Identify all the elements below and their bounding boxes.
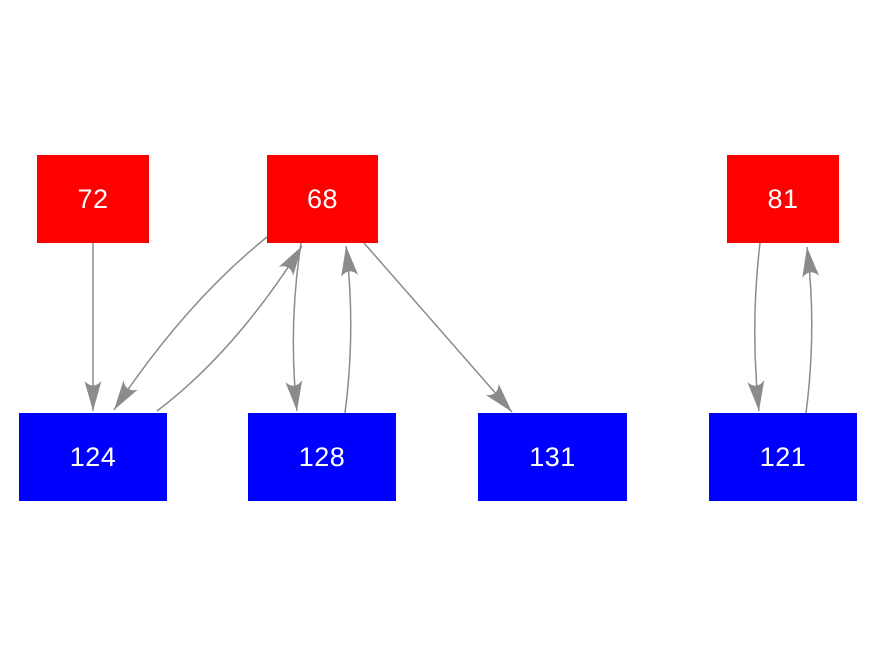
graph-node-131[interactable]: 131 bbox=[478, 413, 627, 501]
node-label: 124 bbox=[69, 441, 117, 472]
graph-node-68[interactable]: 68 bbox=[267, 155, 378, 243]
node-label: 131 bbox=[529, 441, 576, 472]
graph-edge-68-124 bbox=[113, 236, 268, 411]
graph-edge-81-121 bbox=[747, 242, 765, 412]
graph-edge-121-81 bbox=[802, 246, 820, 414]
graph-node-72[interactable]: 72 bbox=[37, 155, 149, 243]
node-label: 81 bbox=[767, 183, 799, 214]
graph-edge-68-131 bbox=[363, 242, 513, 413]
node-label: 72 bbox=[77, 183, 109, 214]
node-label: 128 bbox=[298, 441, 346, 472]
graph-node-124[interactable]: 124 bbox=[19, 413, 167, 501]
graph-edge-68-128 bbox=[285, 242, 303, 412]
graph-edge-124-68 bbox=[156, 245, 303, 412]
node-label: 121 bbox=[759, 441, 807, 472]
node-label: 68 bbox=[306, 183, 339, 214]
graph-node-81[interactable]: 81 bbox=[727, 155, 839, 243]
graph-edge-128-68 bbox=[341, 245, 359, 414]
graph-node-121[interactable]: 121 bbox=[709, 413, 857, 501]
graph-node-128[interactable]: 128 bbox=[248, 413, 396, 501]
